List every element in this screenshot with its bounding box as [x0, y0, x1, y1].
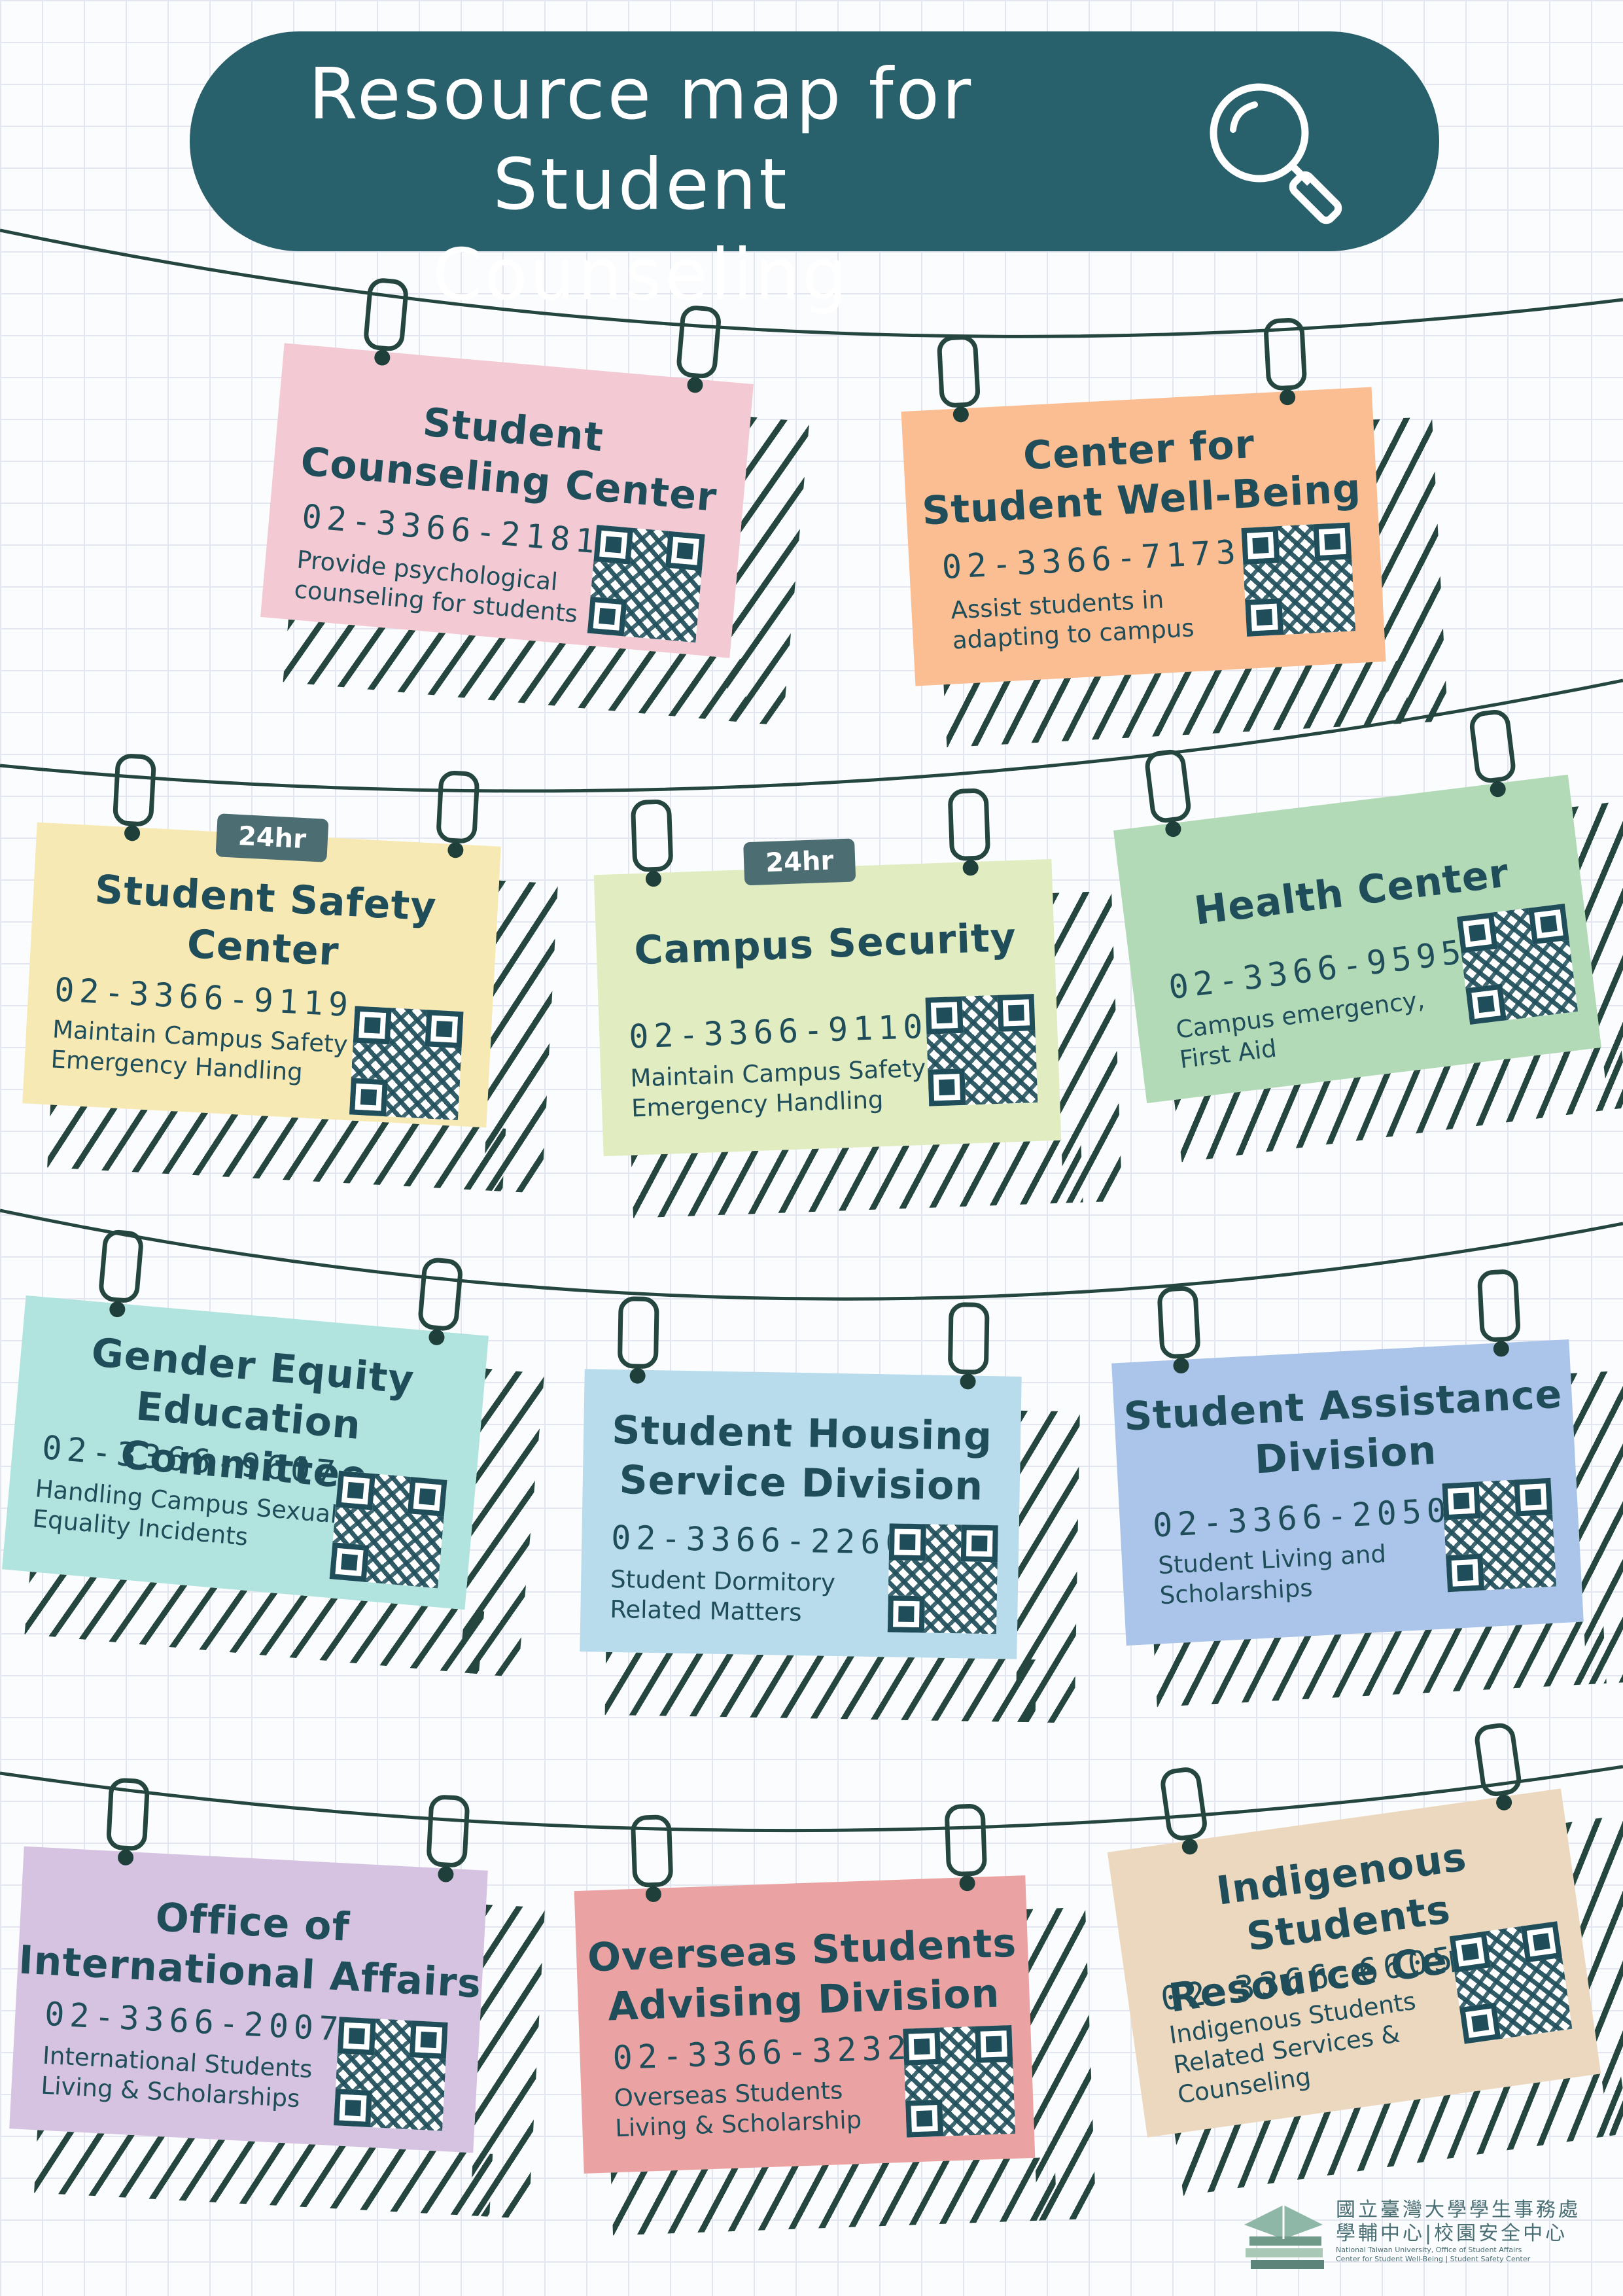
card-description-line: Student Dormitory — [610, 1564, 836, 1597]
card-title-line: Campus Security — [633, 914, 1017, 974]
clip-icon — [947, 788, 991, 862]
qr-code[interactable] — [349, 1006, 464, 1120]
clip-icon — [112, 752, 157, 827]
card-title-line: Service Division — [618, 1457, 984, 1510]
clip-icon — [417, 1256, 464, 1332]
qr-code[interactable] — [925, 993, 1038, 1106]
clip-icon — [630, 799, 674, 873]
title-banner: Resource map for Student Counseling — [190, 31, 1439, 316]
clip-icon — [362, 277, 410, 353]
phone-number[interactable]: 02-3366-7173 — [941, 533, 1242, 587]
page-title-line-2: Student Counseling — [432, 144, 850, 316]
clip-icon — [944, 1803, 988, 1877]
clip-icon — [630, 1814, 674, 1888]
qr-code[interactable] — [903, 2024, 1016, 2138]
card-health-center: Health Center 02-3366-9595 Campus emerge… — [1113, 708, 1623, 1163]
clip-icon — [947, 1301, 990, 1375]
phone-number[interactable]: 02-3366-2266 — [610, 1518, 911, 1562]
badge-24hr: 24hr — [215, 813, 329, 862]
phone-number[interactable]: 02-3366-2007 — [43, 1994, 345, 2049]
qr-code[interactable] — [329, 1470, 447, 1589]
clip-icon — [1263, 317, 1308, 391]
qr-code[interactable] — [1241, 522, 1355, 637]
clip-icon — [617, 1296, 659, 1369]
org-name-line-4: Center for Student Well-Being | Student … — [1336, 2255, 1531, 2263]
string-row-2 — [0, 679, 1623, 793]
organization-name: 國立臺灣大學學生事務處 學輔中心|校園安全中心 National Taiwan … — [1336, 2199, 1604, 2264]
book-stack-icon — [1244, 2205, 1324, 2269]
phone-number[interactable]: 02-3366-3232 — [612, 2028, 913, 2077]
qr-code[interactable] — [1457, 903, 1579, 1025]
org-name-line-2: 學輔中心|校園安全中心 — [1336, 2222, 1568, 2245]
qr-code[interactable] — [587, 525, 705, 643]
card-description-line: Related Matters — [610, 1595, 802, 1627]
clip-icon — [97, 1228, 145, 1304]
qr-code[interactable] — [334, 2017, 448, 2131]
card-body: Health Center 02-3366-9595 Campus emerge… — [1113, 774, 1601, 1104]
card-shadow-hatch — [1026, 1907, 1096, 2221]
card-shadow-hatch — [604, 1651, 1037, 1723]
page-title-line-1: Resource map for — [308, 54, 974, 135]
clip-icon — [1157, 1285, 1201, 1360]
clip-icon — [675, 304, 722, 380]
badge-24hr: 24hr — [743, 838, 856, 886]
card-body: 24hr Campus Security 02-3366-9110 Mainta… — [593, 838, 1062, 1157]
string-row-1 — [0, 228, 1623, 338]
org-name-line-3: National Taiwan University, Office of St… — [1336, 2246, 1522, 2254]
card-shadow-hatch — [1053, 891, 1123, 1203]
phone-number[interactable]: 02-3366-2050 — [1151, 1491, 1453, 1545]
qr-code[interactable] — [1442, 1477, 1556, 1593]
clip-icon — [1476, 1268, 1522, 1343]
clip-icon — [936, 334, 981, 408]
card-title-line: Student Housing — [611, 1407, 993, 1460]
string-row-4 — [0, 1765, 1623, 1833]
clip-icon — [426, 1794, 470, 1869]
phone-number[interactable]: 02-3366-9110 — [628, 1007, 929, 1056]
organization-logo: 國立臺灣大學學生事務處 學輔中心|校園安全中心 National Taiwan … — [1238, 2199, 1604, 2277]
qr-code[interactable] — [1449, 1921, 1573, 2044]
clip-icon — [436, 769, 480, 844]
clip-icon — [105, 1777, 150, 1852]
qr-code[interactable] — [887, 1523, 998, 1634]
string-row-3 — [0, 1209, 1623, 1301]
page-title: Resource map for Student Counseling — [275, 50, 1007, 321]
magnifier-icon — [1210, 83, 1342, 224]
card-shadow-hatch — [1015, 1410, 1080, 1723]
card-title: Campus Security — [596, 911, 1055, 977]
org-name-line-1: 國立臺灣大學學生事務處 — [1336, 2199, 1580, 2221]
card-campus-security: 24hr Campus Security 02-3366-9110 Mainta… — [593, 788, 1123, 1218]
